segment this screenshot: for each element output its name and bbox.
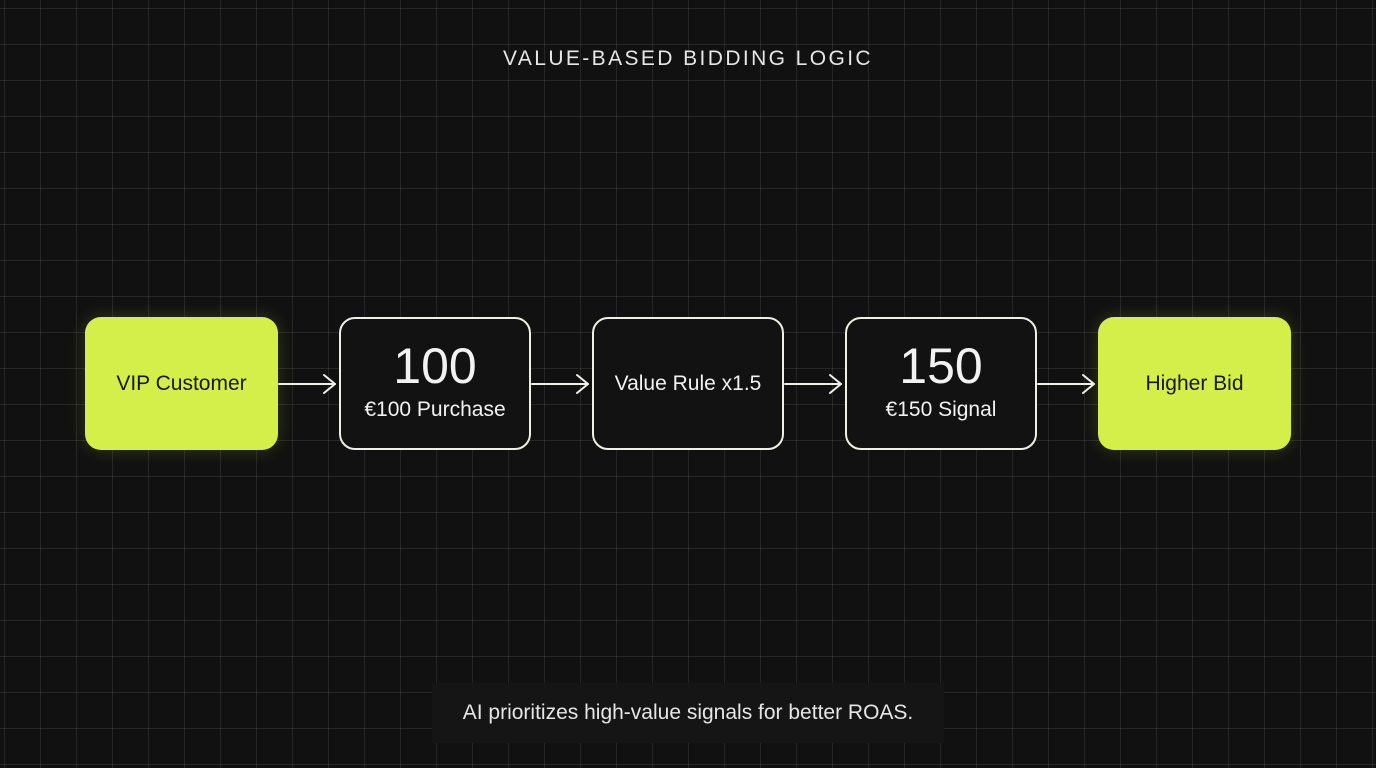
arrow-signal-to-bid <box>1037 374 1095 394</box>
node-signal-value: 150 <box>899 337 983 394</box>
node-higher-bid: Higher Bid <box>1098 317 1291 450</box>
node-purchase-label: €100 Purchase <box>364 397 506 421</box>
caption: AI prioritizes high-value signals for be… <box>432 683 944 743</box>
arrow-rule-to-signal <box>784 374 842 394</box>
node-vip-customer: VIP Customer <box>85 317 278 450</box>
caption-text: AI prioritizes high-value signals for be… <box>462 701 914 724</box>
diagram-title: VALUE-BASED BIDDING LOGIC <box>502 47 874 70</box>
arrow-purchase-to-rule <box>531 374 589 394</box>
node-signal-label: €150 Signal <box>885 397 997 421</box>
node-value-rule-label: Value Rule x1.5 <box>614 371 762 395</box>
node-value-rule: Value Rule x1.5 <box>592 317 784 450</box>
node-purchase-value: 100 <box>393 337 477 394</box>
node-vip-customer-label: VIP Customer <box>116 371 247 395</box>
node-purchase: 100 €100 Purchase <box>339 317 531 450</box>
node-signal: 150 €150 Signal <box>845 317 1037 450</box>
arrow-vip-to-purchase <box>278 374 336 394</box>
node-higher-bid-label: Higher Bid <box>1145 371 1244 395</box>
